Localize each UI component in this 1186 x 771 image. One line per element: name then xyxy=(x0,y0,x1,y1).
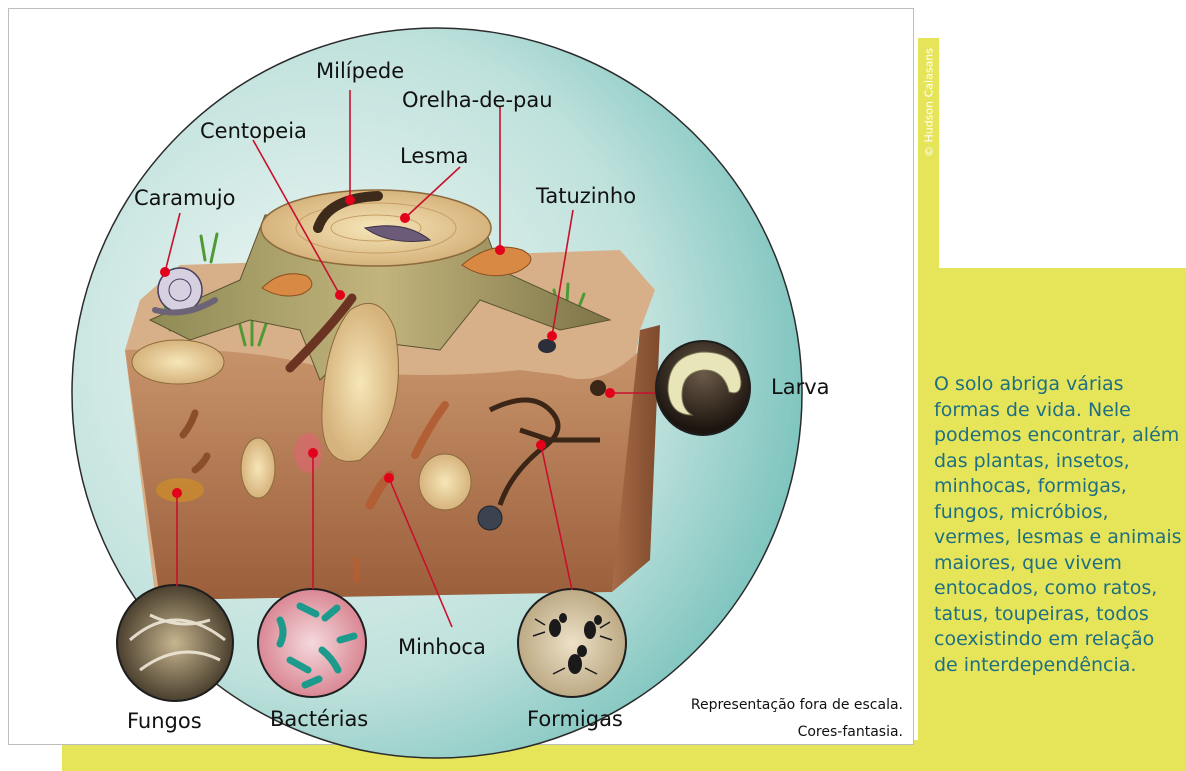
label-larva: Larva xyxy=(771,375,830,399)
larva-inset xyxy=(656,341,750,435)
note-scale: Representação fora de escala. xyxy=(691,697,903,713)
label-centopeia: Centopeia xyxy=(200,119,307,143)
ants-inset xyxy=(518,589,626,697)
label-bacterias: Bactérias xyxy=(270,707,368,731)
label-formigas: Formigas xyxy=(527,707,623,731)
label-minhoca: Minhoca xyxy=(398,635,486,659)
bacteria-inset xyxy=(258,589,366,697)
label-fungos: Fungos xyxy=(127,709,202,733)
label-orelha-de-pau: Orelha-de-pau xyxy=(402,88,553,112)
fungus-inset xyxy=(117,585,233,701)
note-colors: Cores-fantasia. xyxy=(798,724,903,740)
label-lesma: Lesma xyxy=(400,144,469,168)
label-caramujo: Caramujo xyxy=(134,186,235,210)
pill-bug xyxy=(538,339,556,353)
label-milipede: Milípede xyxy=(316,59,404,83)
label-tatuzinho: Tatuzinho xyxy=(535,184,636,208)
